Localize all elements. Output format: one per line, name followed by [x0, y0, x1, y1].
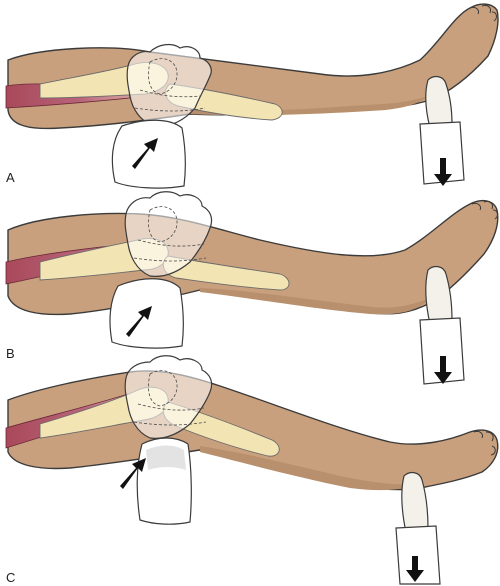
panel-label-c: C	[6, 570, 15, 585]
examiner-sleeve-knee-a	[111, 119, 186, 189]
examiner-hand-knee-c	[124, 355, 213, 439]
leg-a-shade	[190, 96, 428, 116]
examiner-sleeve-ankle-c	[395, 525, 441, 585]
examiner-sleeve-ankle-b	[419, 317, 465, 385]
examiner-hand-ankle-a	[425, 75, 453, 129]
hand-outline-c	[133, 370, 207, 426]
push-arrow-up-a	[132, 138, 158, 169]
panel-label-a: A	[6, 170, 15, 185]
hand-outline-b	[133, 206, 207, 262]
push-arrow-up-c	[120, 458, 146, 489]
pull-arrow-down-a	[434, 158, 452, 186]
panel-label-b: B	[6, 346, 15, 361]
examiner-hand-ankle-b	[425, 265, 453, 325]
hand-outline-a	[134, 58, 206, 112]
toes-b	[471, 201, 498, 220]
panel-b: B	[5, 191, 499, 385]
panel-a: A	[5, 3, 499, 189]
panel-c: C	[5, 355, 499, 585]
leg-c-shade	[200, 446, 420, 491]
push-arrow-up-b	[126, 306, 152, 337]
tibia-b	[162, 255, 290, 291]
examiner-hand-knee-a	[126, 43, 212, 127]
examiner-sleeve-ankle-a	[419, 121, 465, 185]
leg-b-shade	[200, 288, 430, 315]
toes-a	[469, 5, 497, 22]
pull-arrow-down-c	[406, 556, 424, 582]
examiner-hand-ankle-c	[401, 471, 429, 533]
toes-c	[473, 431, 496, 456]
examiner-sleeve-knee-c-shade	[146, 445, 186, 470]
examiner-hand-knee-b	[124, 191, 213, 277]
pull-arrow-down-b	[434, 356, 452, 384]
